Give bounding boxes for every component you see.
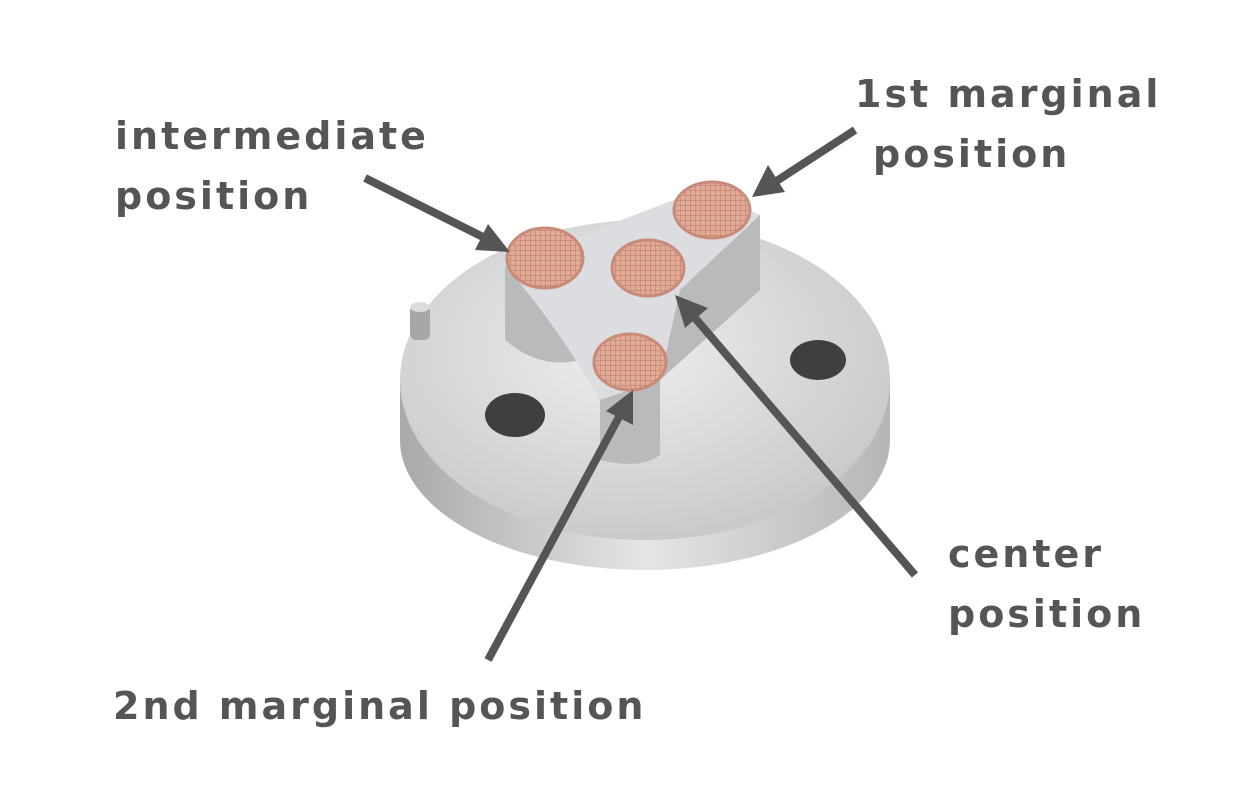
grid-second-marginal (592, 332, 668, 392)
copper-grids (505, 180, 752, 392)
arrows (363, 126, 919, 662)
alignment-pin (410, 305, 430, 340)
arrow-intermediate (363, 174, 487, 242)
grid-intermediate (505, 226, 585, 290)
mount-hole (790, 340, 846, 380)
grid-first-marginal (672, 180, 752, 240)
arrow-center (691, 315, 919, 578)
label-center: center position (948, 524, 1145, 644)
label-line: position (873, 132, 1071, 176)
label-first-marginal: 1st marginal position (855, 64, 1161, 184)
arrow-first-marginal (772, 126, 858, 186)
label-second-marginal: 2nd marginal position (113, 684, 647, 728)
label-line: center (948, 532, 1105, 576)
mount-hole (485, 393, 545, 437)
grid-center (610, 238, 686, 298)
label-line: 1st marginal (855, 72, 1162, 116)
label-intermediate: intermediate position (115, 106, 429, 226)
label-line: intermediate (115, 114, 429, 158)
label-line: position (115, 174, 313, 218)
arrow-second-marginal (484, 413, 624, 662)
label-line: position (948, 592, 1146, 636)
